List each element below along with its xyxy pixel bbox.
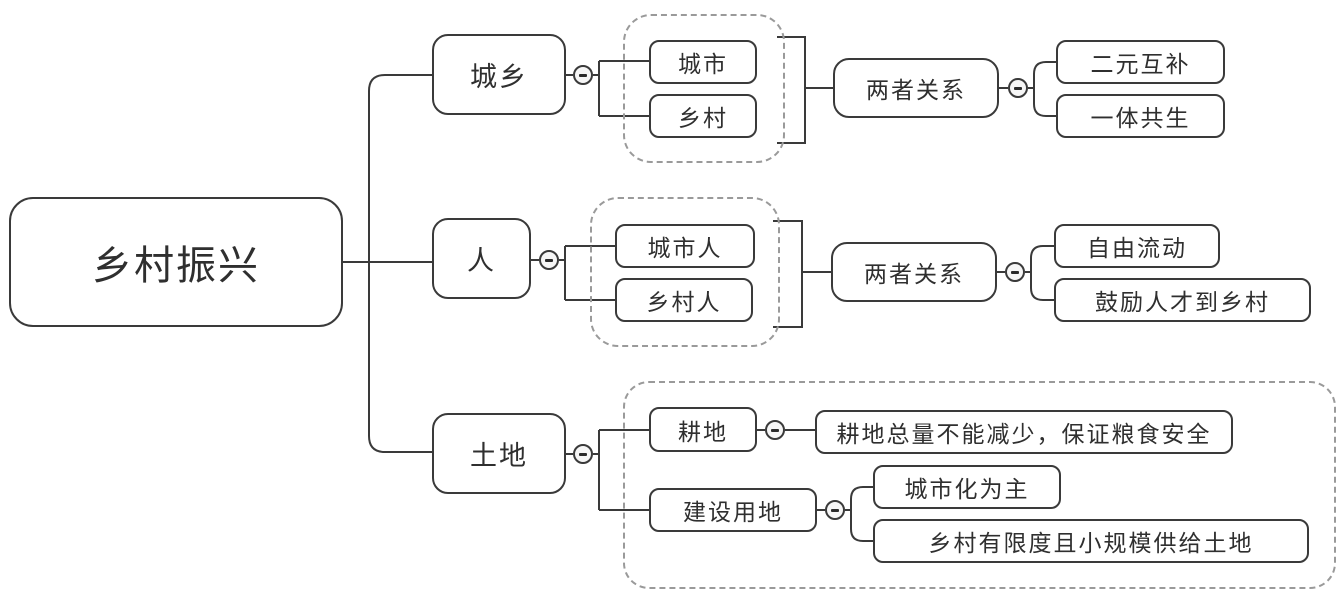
root-node[interactable]: 乡村振兴 <box>9 197 343 327</box>
minus-circle-icon[interactable] <box>825 500 845 520</box>
connector-b1-children <box>593 60 649 117</box>
node-guliren[interactable]: 鼓励人才到乡村 <box>1054 278 1311 322</box>
relation-node-chengxiang[interactable]: 两者关系 <box>833 58 999 118</box>
minus-circle-icon[interactable] <box>539 250 559 270</box>
connector-b3-children <box>593 429 649 511</box>
minus-circle-icon[interactable] <box>1005 262 1025 282</box>
branch-node-ren[interactable]: 人 <box>432 218 531 299</box>
group-outline-tudi <box>623 381 1336 589</box>
connector-b2-children <box>559 245 615 301</box>
minus-circle-icon[interactable] <box>765 420 785 440</box>
node-chengshi[interactable]: 城市 <box>649 40 757 84</box>
relation-node-ren[interactable]: 两者关系 <box>831 242 997 302</box>
node-xiangcunren[interactable]: 乡村人 <box>615 278 753 322</box>
minus-circle-icon[interactable] <box>573 65 593 85</box>
group-outline-ren <box>590 197 780 347</box>
node-gengdi[interactable]: 耕地 <box>649 407 757 452</box>
node-gengdi-detail[interactable]: 耕地总量不能减少，保证粮食安全 <box>815 410 1233 454</box>
node-chengshiren[interactable]: 城市人 <box>615 224 755 268</box>
branch-node-chengxiang[interactable]: 城乡 <box>432 34 566 115</box>
minus-circle-icon[interactable] <box>1008 78 1028 98</box>
node-chengshihua[interactable]: 城市化为主 <box>873 465 1061 509</box>
node-jiansheyongdi[interactable]: 建设用地 <box>649 488 817 532</box>
bracket-b2 <box>773 220 803 328</box>
connector-jianshe-children <box>845 486 873 542</box>
bracket-b1 <box>777 36 806 144</box>
connector-rel2-children <box>1025 245 1054 301</box>
connector-trunk <box>368 74 432 453</box>
connector-rel1-children <box>1028 61 1056 117</box>
node-ziyouliudong[interactable]: 自由流动 <box>1054 224 1220 268</box>
node-xiangcun[interactable]: 乡村 <box>649 94 757 138</box>
node-eryuanhubu[interactable]: 二元互补 <box>1056 40 1225 84</box>
group-outline-chengxiang <box>623 14 785 163</box>
node-xiangcun-tudi[interactable]: 乡村有限度且小规模供给土地 <box>873 519 1309 563</box>
minus-circle-icon[interactable] <box>573 444 593 464</box>
node-yitigongsheng[interactable]: 一体共生 <box>1056 94 1225 138</box>
branch-node-tudi[interactable]: 土地 <box>432 413 566 494</box>
